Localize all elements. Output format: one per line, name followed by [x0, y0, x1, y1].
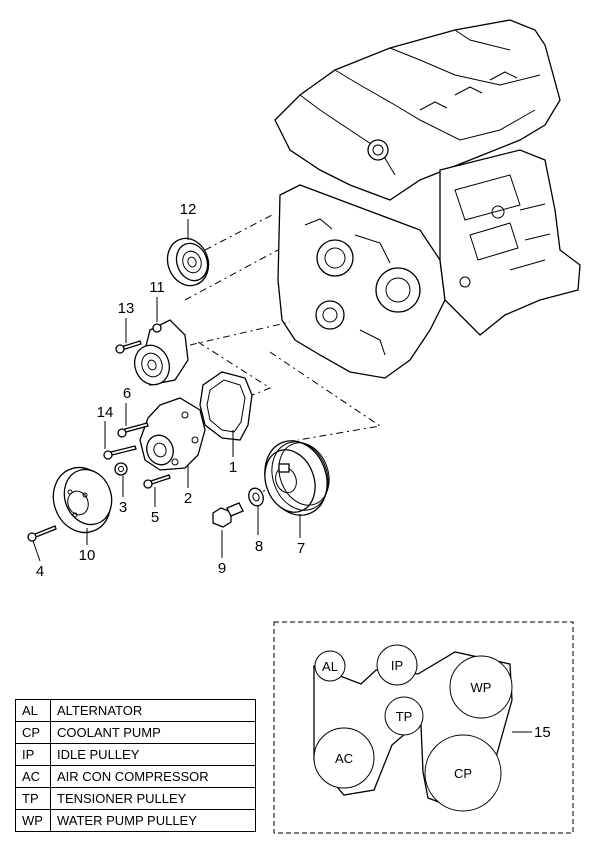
callout-leader-lines — [32, 219, 301, 562]
callout-13: 13 — [118, 300, 135, 317]
callout-3: 3 — [119, 499, 127, 516]
pulley-label-ip: IP — [391, 658, 403, 673]
pulley-tp — [384, 696, 424, 736]
legend-code: WP — [15, 809, 51, 832]
part-7-crankshaft-pulley — [264, 440, 330, 516]
legend-code: CP — [15, 721, 51, 744]
callout-11: 11 — [149, 279, 165, 296]
pulley-label-cp: CP — [454, 766, 472, 781]
callout-7: 7 — [297, 540, 305, 557]
callout-4: 4 — [36, 563, 44, 580]
legend-description: COOLANT PUMP — [50, 721, 256, 744]
pulley-cp — [424, 734, 502, 812]
part-4-bolt — [27, 525, 57, 542]
pulley-al — [314, 650, 346, 682]
legend-description: WATER PUMP PULLEY — [50, 809, 256, 832]
part-3-nut — [114, 462, 128, 476]
pulley-label-ac: AC — [335, 751, 353, 766]
part-5-bolt — [143, 474, 171, 489]
part-6-bolt — [117, 422, 149, 438]
legend-description: TENSIONER PULLEY — [50, 787, 256, 810]
callout-14: 14 — [97, 404, 114, 421]
legend-description: IDLE PULLEY — [50, 743, 256, 766]
part-8-washer — [248, 487, 264, 507]
callout-12: 12 — [180, 201, 197, 218]
part-1-gasket — [199, 371, 253, 441]
pulley-label-wp: WP — [471, 680, 492, 695]
legend-description: AIR CON COMPRESSOR — [50, 765, 256, 788]
callout-5: 5 — [151, 509, 159, 526]
engine-block — [274, 19, 581, 379]
legend-code: IP — [15, 743, 51, 766]
pulley-ac — [313, 727, 375, 789]
callout-1: 1 — [229, 459, 237, 476]
callout-labels: 12 11 13 6 14 1 2 3 5 10 4 9 8 7 — [36, 201, 305, 580]
part-11-tensioner-assembly — [133, 319, 189, 386]
callout-10: 10 — [79, 547, 96, 564]
pulley-label-tp: TP — [396, 709, 413, 724]
part-12-idle-pulley — [166, 237, 210, 287]
pulley-wp — [449, 655, 513, 719]
callout-15: 15 — [534, 724, 551, 741]
legend-code: TP — [15, 787, 51, 810]
part-2-water-pump — [139, 397, 206, 471]
callout-8: 8 — [255, 538, 263, 555]
pulley-label-al: AL — [322, 659, 338, 674]
callout-2: 2 — [184, 490, 192, 507]
part-9-crank-bolt — [212, 502, 244, 528]
callout-9: 9 — [218, 560, 226, 577]
legend-code: AC — [15, 765, 51, 788]
belt-diagram-frame — [273, 621, 574, 834]
legend-description: ALTERNATOR — [50, 699, 256, 722]
belt-routing-diagram: AL IP WP TP AC CP 15 — [273, 621, 574, 834]
callout-6: 6 — [123, 385, 131, 402]
part-13-bolt — [115, 340, 142, 354]
part-10-water-pump-pulley — [52, 466, 113, 534]
pulley-ip — [376, 644, 418, 686]
part-14-bolt — [103, 445, 137, 460]
legend-code: AL — [15, 699, 51, 722]
